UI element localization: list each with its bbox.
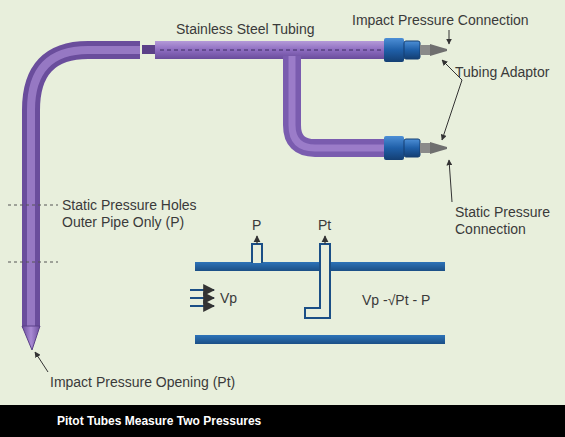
- fitting: [384, 136, 404, 160]
- leader-arrow: [442, 80, 462, 140]
- part-label: Impact Pressure Connection: [352, 12, 529, 29]
- flow-arrow: [190, 305, 214, 307]
- probe-tube: [31, 50, 140, 328]
- caption-bar: [0, 405, 565, 437]
- fitting: [384, 38, 404, 62]
- impact-tube: [305, 244, 330, 318]
- pressure-symbol: P: [252, 217, 261, 234]
- velocity-symbol: Vp: [220, 290, 237, 307]
- formula: Vp -√Pt - P: [362, 292, 430, 309]
- tube-nub: [142, 45, 156, 54]
- part-label: Stainless Steel Tubing: [176, 21, 315, 38]
- flow-arrow: [190, 289, 214, 291]
- flow-arrow: [190, 297, 214, 299]
- part-label: Tubing Adaptor: [455, 64, 549, 81]
- part-label: Impact Pressure Opening (Pt): [50, 374, 235, 391]
- part-label: Static Pressure Connection: [455, 204, 559, 238]
- probe-tip: [22, 326, 40, 350]
- leader-arrow: [35, 352, 48, 372]
- leader-line: [8, 262, 58, 263]
- static-tap: [252, 244, 262, 263]
- part-label: Static Pressure Holes Outer Pipe Only (P…: [62, 197, 204, 231]
- leader-arrow: [449, 30, 450, 44]
- pipe-wall: [195, 335, 445, 344]
- stainless-tubing: [155, 41, 387, 59]
- tubing-adaptor: [420, 143, 430, 153]
- leader-line: [8, 205, 58, 206]
- caption: Pitot Tubes Measure Two Pressures: [57, 413, 261, 430]
- leader-arrow: [449, 160, 452, 202]
- pressure-symbol: Pt: [318, 217, 331, 234]
- branch-tube: [292, 56, 387, 148]
- tubing-adaptor: [420, 45, 430, 55]
